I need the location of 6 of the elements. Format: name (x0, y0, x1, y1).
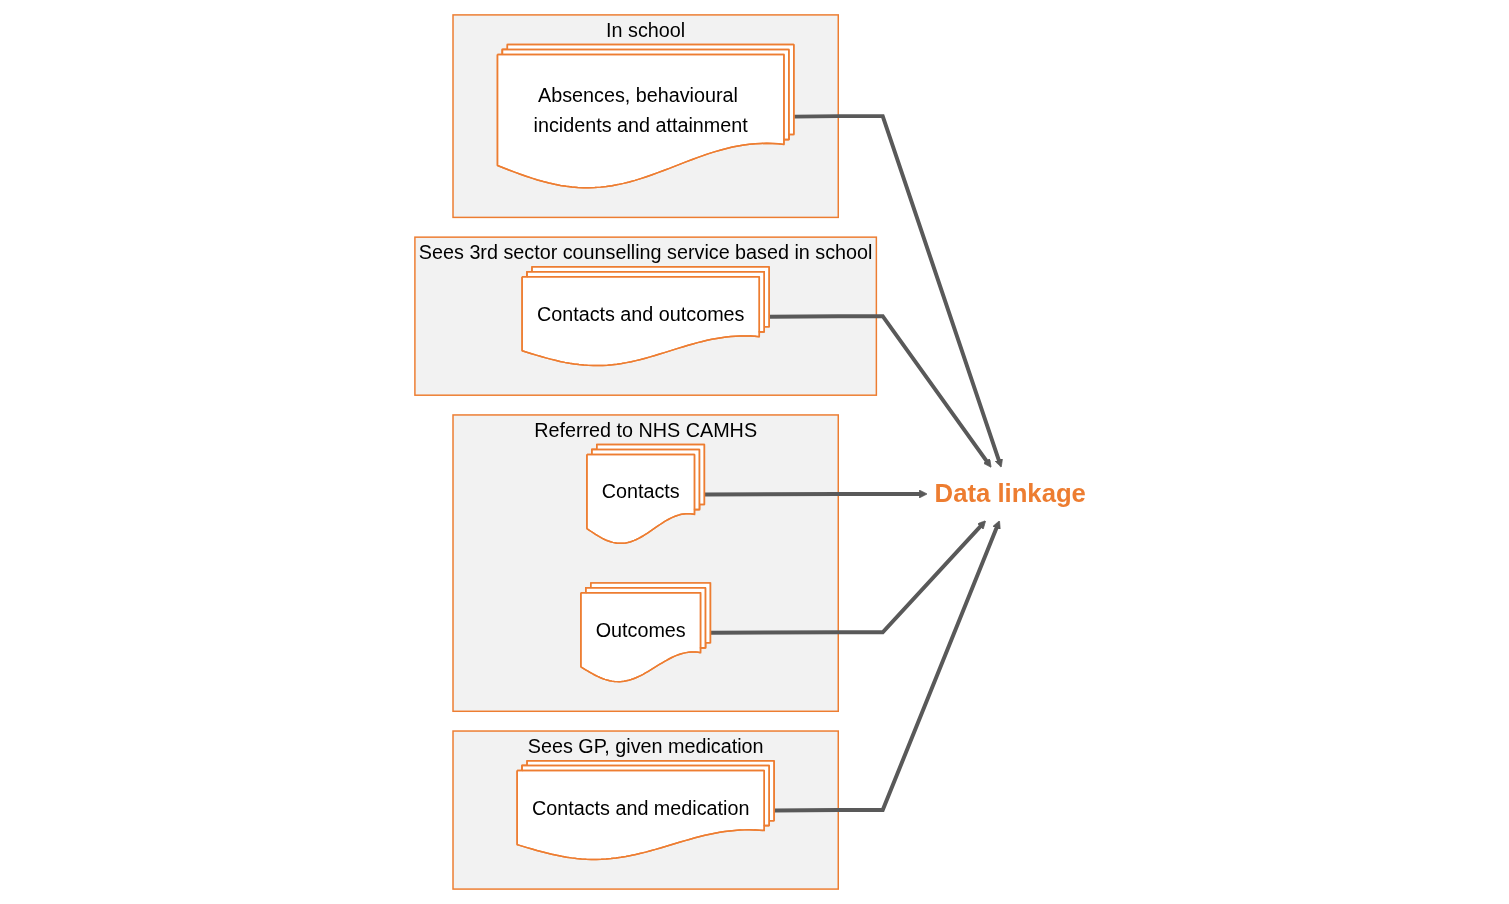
arrow (794, 114, 1004, 468)
arrow (775, 520, 1001, 813)
node-text: Data linkage (934, 478, 1087, 509)
arrow (770, 314, 992, 468)
arrow (705, 489, 928, 499)
arrow (711, 520, 987, 635)
